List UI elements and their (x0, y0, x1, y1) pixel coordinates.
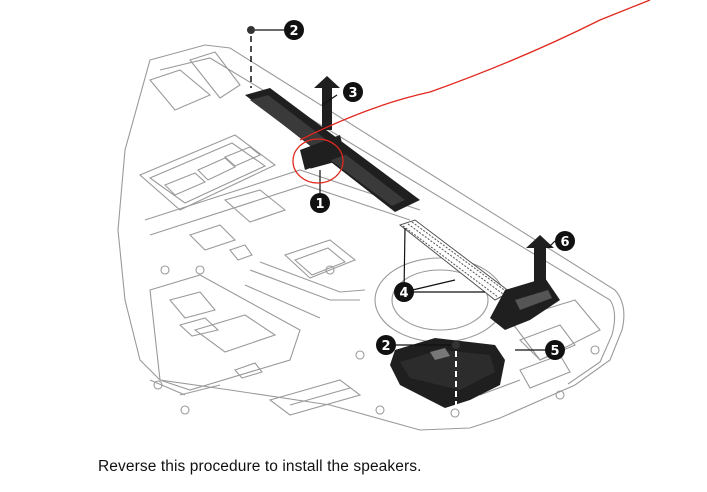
lift-arrow-6 (526, 235, 554, 290)
svg-text:3: 3 (348, 86, 357, 101)
right-speaker (490, 278, 560, 330)
chassis-outline (117, 44, 625, 431)
svg-text:6: 6 (560, 235, 569, 250)
speaker-cable (398, 219, 511, 301)
callout-3: 3 (343, 82, 363, 102)
speaker-connector (306, 147, 332, 169)
lower-speaker (390, 338, 505, 408)
red-annotation (292, 0, 651, 184)
svg-text:5: 5 (550, 344, 559, 359)
callout-6: 6 (555, 231, 575, 251)
upper-speaker-assembly (245, 88, 420, 212)
svg-text:4: 4 (399, 286, 408, 301)
svg-text:2: 2 (381, 339, 390, 354)
svg-text:1: 1 (315, 197, 324, 212)
svg-text:2: 2 (289, 24, 298, 39)
callout-2-bottom: 2 (376, 335, 396, 355)
instruction-caption: Reverse this procedure to install the sp… (98, 458, 422, 475)
lift-arrow-3 (314, 76, 340, 130)
callout-1: 1 (310, 193, 330, 213)
screw-top (247, 26, 285, 88)
callout-2-top: 2 (284, 20, 304, 40)
callout-5: 5 (545, 340, 565, 360)
callout-4: 4 (394, 282, 414, 302)
diagram-svg: 2 3 1 6 4 2 5 (117, 0, 651, 431)
screw-bottom (395, 341, 460, 408)
speaker-removal-diagram: 2 3 1 6 4 2 5 (117, 0, 651, 431)
